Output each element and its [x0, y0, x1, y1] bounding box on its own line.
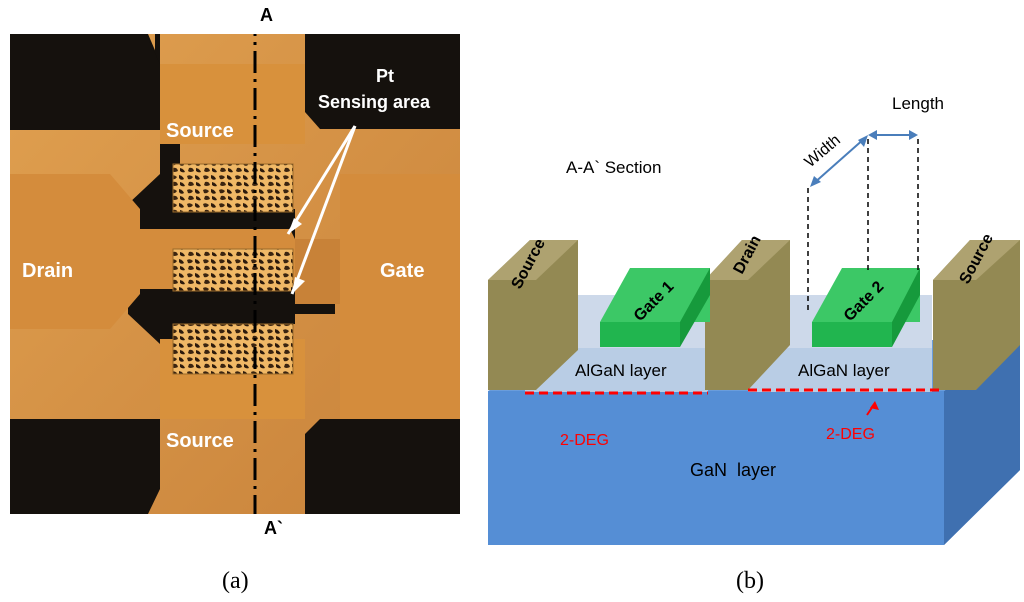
width-arrow	[812, 137, 866, 185]
label-pt: Pt	[376, 66, 394, 86]
substrate-bottom-right	[305, 419, 460, 514]
source-top-pad	[160, 64, 305, 144]
gate2-front	[812, 322, 892, 347]
gan-label: GaN layer	[690, 460, 777, 480]
gate1-top	[600, 268, 710, 322]
device-micrograph	[10, 14, 460, 514]
gate-pad	[340, 174, 460, 419]
label-sensing-area: Sensing area	[318, 92, 431, 112]
gate1-front	[600, 322, 680, 347]
sensing-area-middle	[172, 248, 294, 292]
section-label-top: A	[260, 5, 273, 25]
label-gate: Gate	[380, 260, 425, 282]
micrograph-graphic	[10, 14, 460, 514]
substrate-bottom-left	[10, 419, 160, 514]
algan-right-label: AlGaN layer	[798, 361, 890, 380]
substrate-top-right	[305, 34, 460, 129]
width-label: Width	[802, 132, 844, 171]
cross-section-diagram: Source Drain Source Gate 1 Gate 2 Width	[488, 130, 1020, 545]
algan-left-label: AlGaN layer	[575, 361, 667, 380]
pointer-arrow-1	[286, 125, 357, 235]
pointer-arrow-2	[290, 125, 357, 295]
sensing-area-bottom	[172, 323, 294, 375]
length-label: Length	[892, 94, 944, 113]
label-source-bottom: Source	[166, 430, 234, 452]
section-label-bottom: A`	[264, 518, 283, 538]
section-title: A-A` Section	[566, 158, 662, 177]
substrate-top-left	[10, 34, 160, 129]
caption-a: (a)	[222, 568, 249, 594]
deg-right-label: 2-DEG	[826, 426, 875, 443]
gan-layer-side	[944, 340, 1020, 545]
deg-left-label: 2-DEG	[560, 432, 609, 449]
caption-b: (b)	[736, 568, 764, 594]
label-drain: Drain	[22, 260, 74, 282]
sensing-area-top	[172, 163, 294, 213]
label-source-top: Source	[166, 120, 234, 142]
gate2-top	[812, 268, 920, 322]
